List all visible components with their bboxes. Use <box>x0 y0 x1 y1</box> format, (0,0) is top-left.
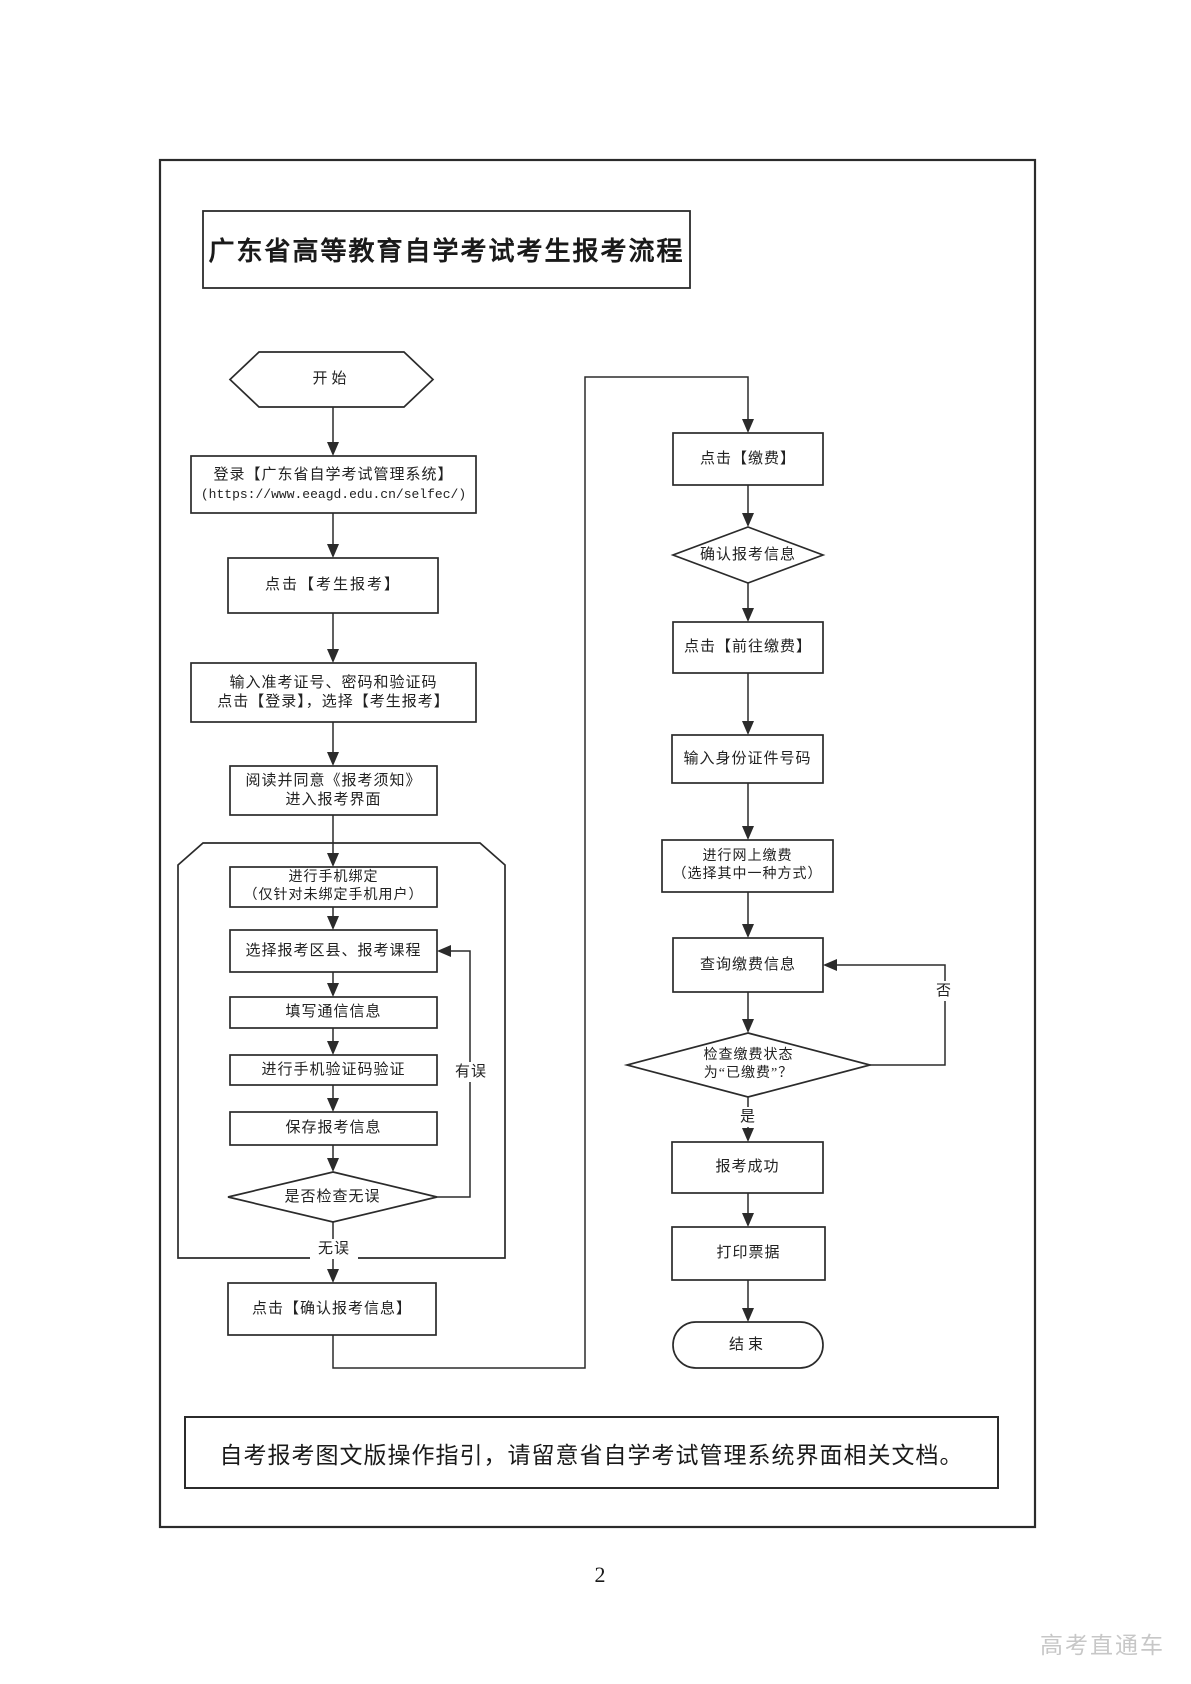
edge-label-yes: 是 <box>736 1107 760 1127</box>
node-login-url: (https://www.eeagd.edu.cn/selfec/) <box>200 486 467 502</box>
edge-label-no: 否 <box>932 981 956 1001</box>
node-credentials-line1: 输入准考证号、密码和验证码 <box>229 674 438 691</box>
node-bind-phone: 进行手机绑定 （仅针对未绑定手机用户） <box>230 867 437 907</box>
online-pay-shape <box>661 839 834 893</box>
node-read-notice: 阅读并同意《报考须知》 进入报考界面 <box>230 766 437 815</box>
select-courses-shape <box>229 929 438 973</box>
node-check-paid: 检查缴费状态 为“已缴费”？ <box>627 1033 870 1097</box>
node-print-receipt: 打印票据 <box>716 1245 781 1261</box>
node-bind-phone-line2: （仅针对未绑定手机用户） <box>243 888 424 903</box>
edge-label-error: 有误 <box>447 1062 495 1082</box>
save-info-shape <box>229 1111 438 1146</box>
note-text: 自考报考图文版操作指引，请留意省自学考试管理系统界面相关文档。 <box>219 1442 964 1468</box>
success-shape <box>671 1141 824 1194</box>
query-pay-shape <box>672 937 824 993</box>
login-shape <box>190 455 477 514</box>
sms-verify-shape <box>229 1054 438 1086</box>
node-click-pay: 点击【缴费】 <box>699 450 796 467</box>
node-check-ok: 是否检查无误 <box>284 1188 381 1205</box>
read-notice-shape <box>229 765 438 816</box>
node-query-pay: 查询缴费信息 <box>699 956 796 973</box>
enter-id-shape <box>671 734 824 784</box>
note-box <box>184 1416 999 1489</box>
node-read-notice-line1: 阅读并同意《报考须知》 <box>245 772 422 789</box>
node-fill-contact: 填写通信信息 <box>285 1004 382 1020</box>
bind-phone-shape <box>229 866 438 908</box>
confirm-info-shape <box>227 1282 437 1336</box>
page-title: 广东省高等教育自学考试考生报考流程 <box>208 237 685 266</box>
node-sms-verify: 进行手机验证码验证 <box>261 1061 406 1078</box>
node-confirm-pay-info: 确认报考信息 <box>699 546 796 563</box>
node-credentials-line2: 点击【登录】，选择【考生报考】 <box>217 693 450 710</box>
check-ok-diamond <box>227 1171 438 1223</box>
node-login-line1: 登录【广东省自学考试管理系统】 <box>213 466 454 483</box>
check-paid-diamond <box>623 1032 874 1098</box>
node-bind-phone-line1: 进行手机绑定 <box>288 870 379 885</box>
node-check-paid-line2: 为“已缴费”？ <box>703 1066 794 1081</box>
node-online-pay: 进行网上缴费 （选择其中一种方式） <box>662 840 833 892</box>
node-click-register: 点击【考生报考】 <box>264 577 401 593</box>
node-start: 开始 <box>312 371 351 387</box>
start-shape <box>228 351 435 408</box>
node-save-info: 保存报考信息 <box>285 1120 382 1136</box>
node-read-notice-line2: 进入报考界面 <box>285 791 382 808</box>
outer-frame <box>158 158 1037 1529</box>
watermark: 高考直通车 <box>1040 1632 1165 1658</box>
fill-contact-shape <box>229 996 438 1029</box>
node-success: 报考成功 <box>715 1159 780 1175</box>
go-pay-shape <box>672 621 824 674</box>
print-receipt-shape <box>671 1226 826 1281</box>
node-select-courses: 选择报考区县、报考课程 <box>245 942 422 959</box>
node-login: 登录【广东省自学考试管理系统】 (https://www.eeagd.edu.c… <box>191 456 476 513</box>
click-register-shape <box>227 557 439 614</box>
credentials-shape <box>190 662 477 723</box>
page-number: 2 <box>594 1562 606 1587</box>
loop-container-shape <box>177 842 506 1259</box>
node-online-pay-line2: （选择其中一种方式） <box>672 867 823 882</box>
node-go-pay: 点击【前往缴费】 <box>683 639 812 655</box>
node-credentials: 输入准考证号、密码和验证码 点击【登录】，选择【考生报考】 <box>191 663 476 722</box>
node-enter-id: 输入身份证件号码 <box>683 750 812 767</box>
node-online-pay-line1: 进行网上缴费 <box>702 849 793 864</box>
click-pay-shape <box>672 432 824 486</box>
title-box <box>202 210 691 289</box>
end-shape <box>672 1321 824 1369</box>
confirm-pay-diamond <box>670 526 826 584</box>
edge-label-no-error: 无误 <box>310 1239 358 1259</box>
node-confirm-info: 点击【确认报考信息】 <box>251 1300 412 1317</box>
node-check-paid-line1: 检查缴费状态 <box>703 1048 794 1063</box>
node-end: 结束 <box>728 1336 767 1353</box>
